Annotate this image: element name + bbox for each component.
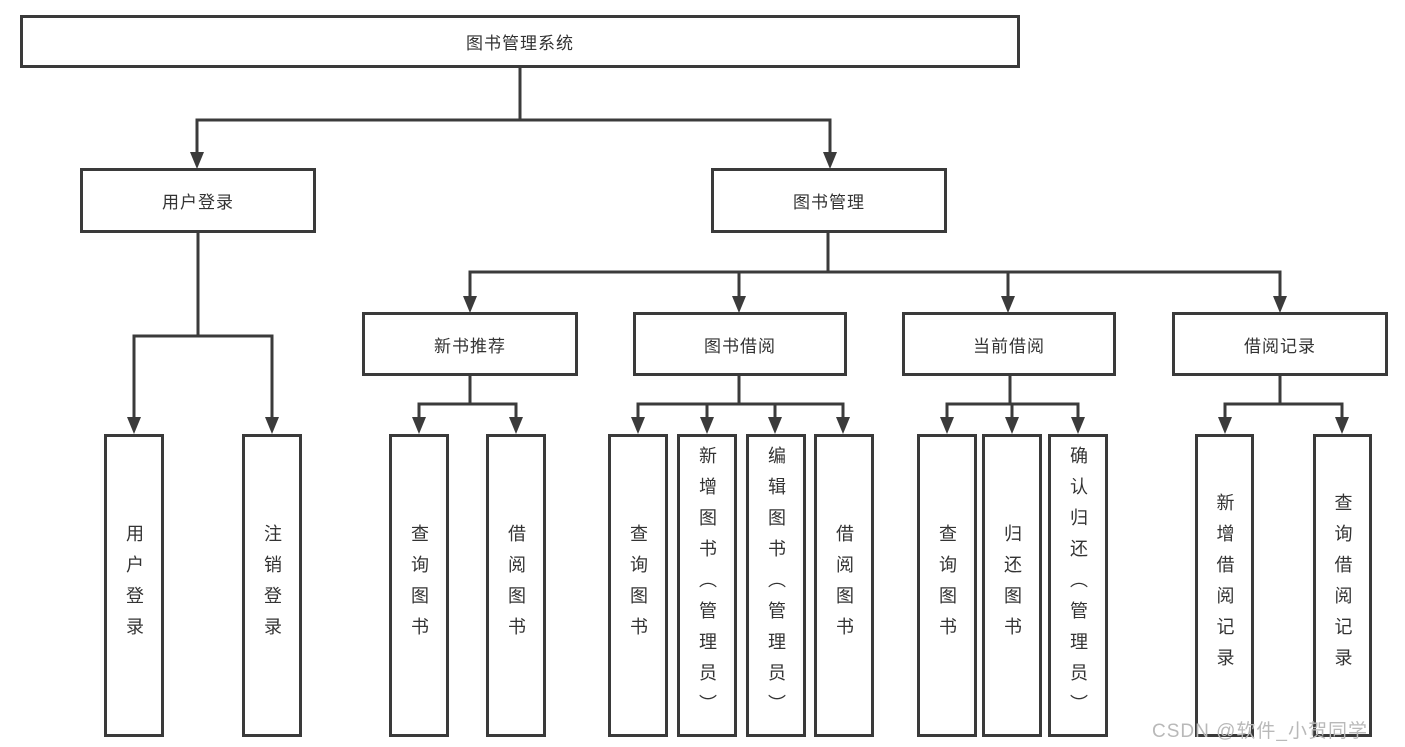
node-book-borrowing: 图书借阅 xyxy=(633,312,847,376)
leaf-label: 查询图书 xyxy=(937,523,957,648)
leaf-label: 新增借阅记录 xyxy=(1214,492,1235,679)
leaf-label: 确认归还（管理员） xyxy=(1068,446,1088,725)
node-label: 新书推荐 xyxy=(434,336,506,356)
node-label: 图书管理系统 xyxy=(466,34,574,53)
leaf-confirm-return-admin: 确认归还（管理员） xyxy=(1048,434,1108,737)
leaf-label: 用户登录 xyxy=(124,523,144,648)
node-new-book-recommend: 新书推荐 xyxy=(362,312,578,376)
leaf-label: 借阅图书 xyxy=(506,523,526,648)
node-user-login: 用户登录 xyxy=(80,168,316,233)
node-label: 图书管理 xyxy=(793,193,865,212)
leaf-edit-books-admin: 编辑图书（管理员） xyxy=(746,434,806,737)
leaf-query-books-recommend: 查询图书 xyxy=(389,434,449,737)
leaf-label: 查询图书 xyxy=(628,523,648,648)
leaf-query-books-current: 查询图书 xyxy=(917,434,977,737)
leaf-query-borrow-record: 查询借阅记录 xyxy=(1313,434,1372,737)
leaf-label: 注销登录 xyxy=(262,523,282,648)
leaf-label: 查询图书 xyxy=(409,523,429,648)
leaf-label: 新增图书（管理员） xyxy=(697,446,717,725)
leaf-label: 查询借阅记录 xyxy=(1332,492,1353,679)
node-label: 图书借阅 xyxy=(704,336,776,356)
leaf-add-borrow-record: 新增借阅记录 xyxy=(1195,434,1254,737)
node-label: 借阅记录 xyxy=(1244,336,1316,356)
node-borrow-records: 借阅记录 xyxy=(1172,312,1388,376)
node-current-borrowing: 当前借阅 xyxy=(902,312,1116,376)
leaf-return-books: 归还图书 xyxy=(982,434,1042,737)
node-book-management: 图书管理 xyxy=(711,168,947,233)
node-library-system: 图书管理系统 xyxy=(20,15,1020,68)
leaf-user-login: 用户登录 xyxy=(104,434,164,737)
csdn-watermark: CSDN @软件_小贺同学 xyxy=(1152,721,1368,742)
leaf-label: 编辑图书（管理员） xyxy=(766,446,786,725)
leaf-borrow-books: 借阅图书 xyxy=(814,434,874,737)
leaf-add-books-admin: 新增图书（管理员） xyxy=(677,434,737,737)
leaf-label: 归还图书 xyxy=(1002,523,1022,648)
node-label: 用户登录 xyxy=(162,193,234,212)
leaf-query-books-borrow: 查询图书 xyxy=(608,434,668,737)
leaf-logout: 注销登录 xyxy=(242,434,302,737)
node-label: 当前借阅 xyxy=(973,336,1045,356)
leaf-label: 借阅图书 xyxy=(834,523,854,648)
leaf-borrow-books-recommend: 借阅图书 xyxy=(486,434,546,737)
